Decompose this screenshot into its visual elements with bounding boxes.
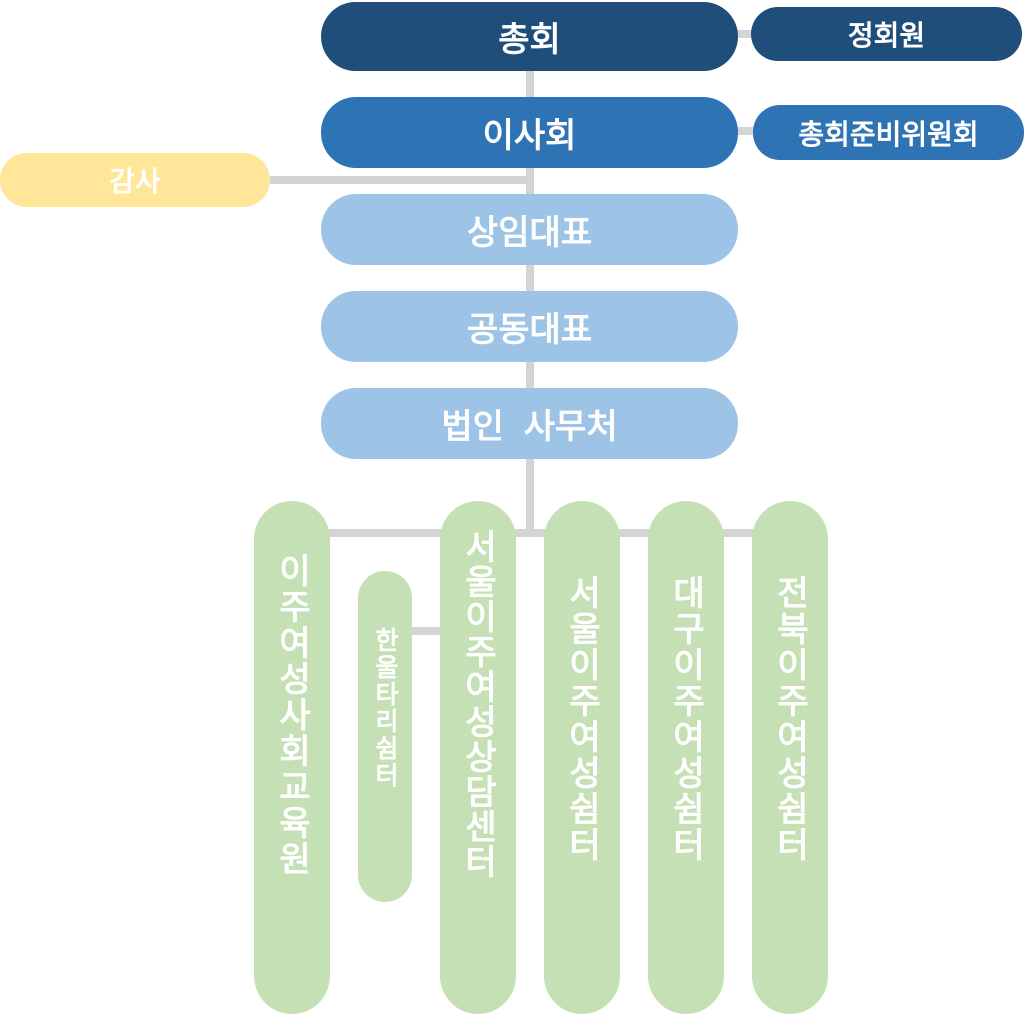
seoul-counseling-label: 서울이주여성상담센터 (457, 529, 498, 879)
office-label: 법인 사무처 (441, 407, 618, 447)
auditor-connector (268, 176, 530, 184)
co-rep-box: 공동대표 (321, 291, 738, 362)
daegu-shelter-label: 대구이주여성쉼터 (665, 575, 706, 863)
hanultari-shelter-label: 한울타리쉼터 (371, 627, 400, 789)
prep-committee-label: 총회준비위원회 (798, 117, 979, 151)
seoul-counseling-pill: 서울이주여성상담센터 (440, 501, 516, 1014)
regular-members-label: 정회원 (847, 19, 926, 52)
members-connector (735, 30, 755, 38)
general-assembly-label: 총회 (498, 20, 561, 60)
education-institute-label: 이주여성사회교육원 (271, 553, 312, 877)
branch-horizontal-line (325, 529, 755, 537)
daegu-shelter-pill: 대구이주여성쉼터 (648, 501, 724, 1014)
jeonbuk-shelter-label: 전북이주여성쉼터 (769, 575, 810, 863)
office-box: 법인 사무처 (321, 388, 738, 459)
seoul-shelter-label: 서울이주여성쉼터 (561, 575, 602, 863)
hanultari-shelter-pill: 한울타리쉼터 (358, 571, 412, 902)
jeonbuk-shelter-pill: 전북이주여성쉼터 (752, 501, 828, 1014)
general-assembly-box: 총회 (321, 2, 738, 71)
standing-rep-label: 상임대표 (466, 213, 593, 253)
committee-connector (735, 127, 757, 135)
hanultari-connector (410, 627, 444, 635)
education-institute-pill: 이주여성사회교육원 (254, 501, 330, 1014)
seoul-shelter-pill: 서울이주여성쉼터 (544, 501, 620, 1014)
auditor-label: 감사 (109, 165, 161, 198)
co-rep-label: 공동대표 (466, 310, 593, 350)
board-label: 이사회 (482, 116, 577, 156)
standing-rep-box: 상임대표 (321, 194, 738, 265)
prep-committee-box: 총회준비위원회 (753, 105, 1024, 160)
auditor-box: 감사 (0, 153, 270, 207)
regular-members-box: 정회원 (751, 7, 1022, 61)
board-box: 이사회 (321, 97, 738, 168)
